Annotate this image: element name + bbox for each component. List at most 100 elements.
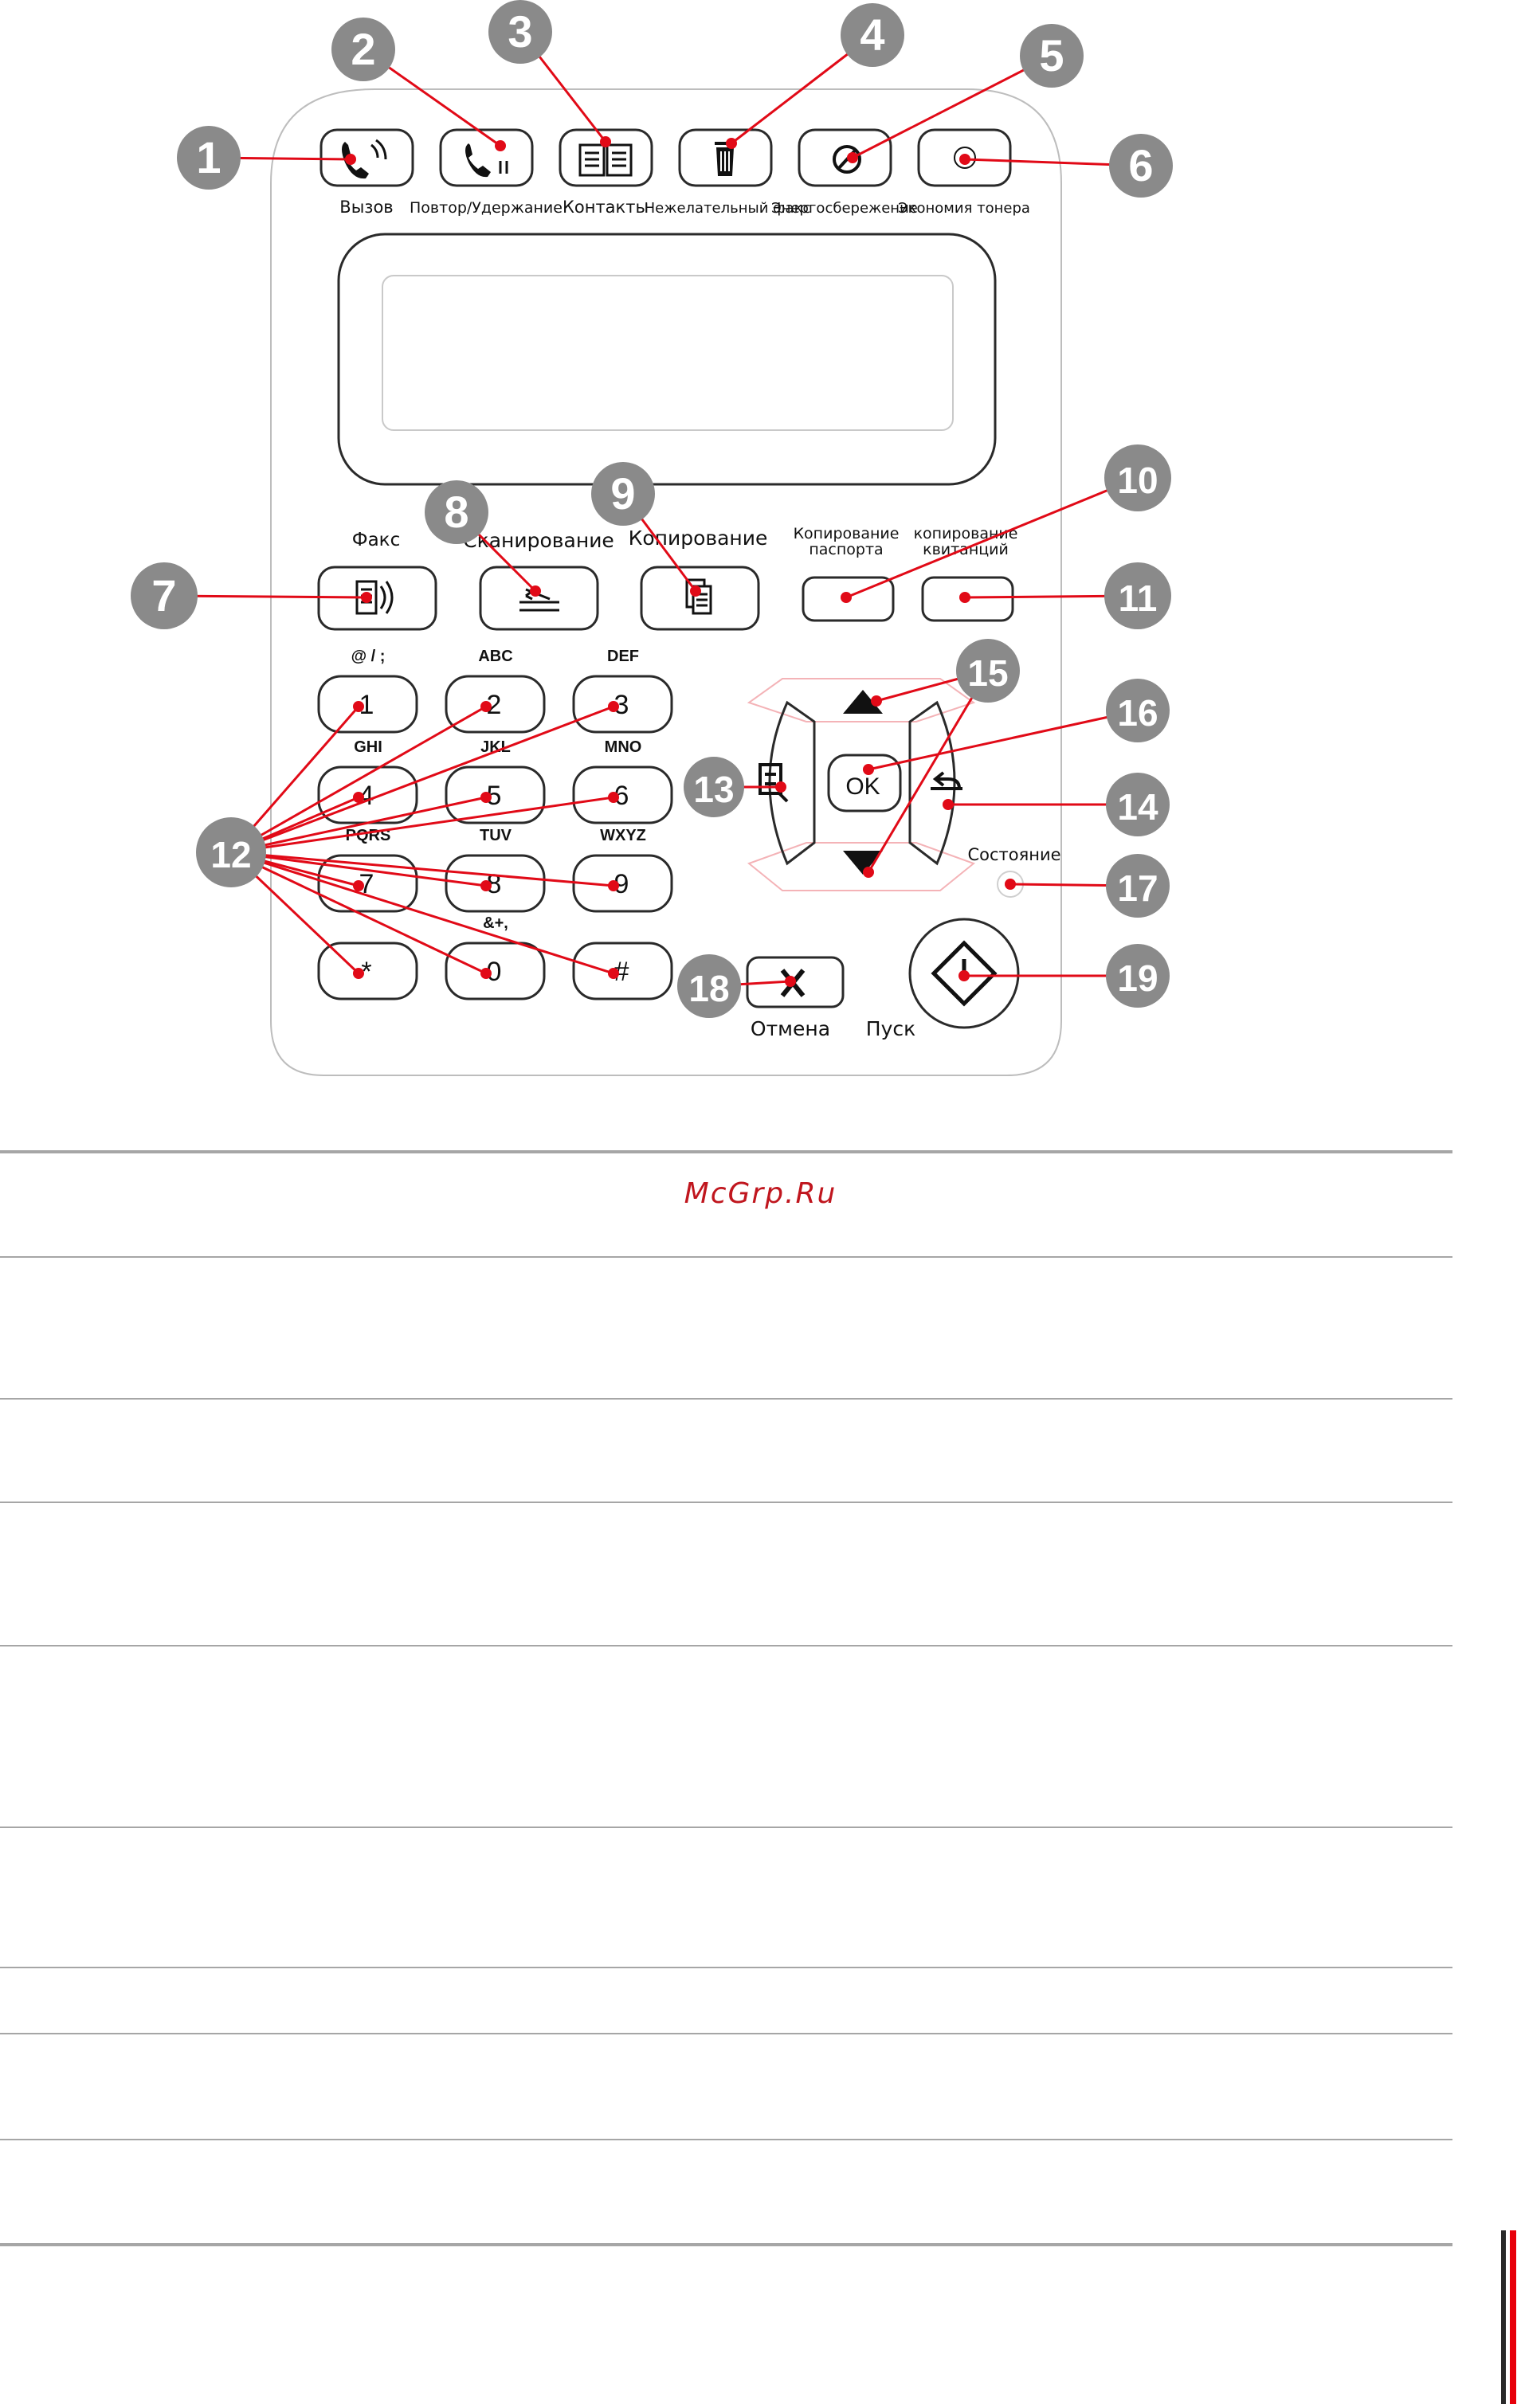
callout-13: 13 <box>684 757 744 817</box>
keypad-digit: # <box>614 957 629 987</box>
leader-line <box>230 851 614 887</box>
passport-copy-label-line2: паспорта <box>809 541 883 558</box>
leader-dot <box>775 781 786 793</box>
keypad-digit: 2 <box>487 690 502 720</box>
keypad-key-hash[interactable]: # <box>572 942 673 1000</box>
callout-1: 1 <box>177 126 241 190</box>
junk-fax-button[interactable]: Нежелательный факс <box>645 128 811 217</box>
leader-dot <box>943 799 954 810</box>
keypad-key-star[interactable]: * <box>317 942 418 1000</box>
keypad-digit: 0 <box>487 957 502 987</box>
page-edge-tab <box>1510 2230 1516 2404</box>
leader-line <box>163 594 367 599</box>
callout-number: 13 <box>693 769 734 810</box>
copy-button[interactable] <box>640 566 760 631</box>
leader-line <box>230 851 487 887</box>
callout-number: 12 <box>210 834 251 875</box>
contacts-label: Контакты <box>563 198 649 217</box>
up-triangle-icon <box>843 690 883 714</box>
phone-redial-pause-icon <box>465 143 508 178</box>
status-label: Состояние <box>967 845 1060 864</box>
keypad-letters: WXYZ <box>600 827 646 844</box>
keypad-digit: * <box>361 957 371 987</box>
toner-saving-button[interactable]: Экономия тонера <box>898 128 1030 217</box>
start-label: Пуск <box>866 1017 915 1040</box>
keypad-key-0[interactable]: 0 <box>445 942 546 1000</box>
scan-label: Сканирование <box>463 529 614 552</box>
nav-up-button[interactable] <box>747 678 976 722</box>
menu-list-icon <box>759 763 789 803</box>
callout-3: 3 <box>488 0 552 64</box>
callout-5: 5 <box>1020 24 1084 88</box>
keypad-key-1[interactable]: 1 <box>317 675 418 734</box>
passport-copy-button[interactable] <box>802 576 895 622</box>
leader-line <box>230 851 614 975</box>
start-button[interactable] <box>908 918 1020 1029</box>
contacts-button[interactable]: Контакты <box>559 128 653 217</box>
leader-dot <box>958 970 970 981</box>
callout-14: 14 <box>1106 773 1170 836</box>
leader-dot <box>353 880 364 891</box>
callout-number: 16 <box>1117 692 1158 734</box>
redial-pause-label: Повтор/Удержание <box>410 199 563 217</box>
cancel-label: Отмена <box>751 1017 830 1040</box>
leader-dot <box>959 592 970 603</box>
callout-2: 2 <box>331 18 395 81</box>
callout-12: 12 <box>196 817 266 887</box>
call-button[interactable]: Вызов <box>319 128 414 217</box>
callout-number: 9 <box>610 468 635 519</box>
back-button[interactable] <box>908 700 956 866</box>
keypad-digit: 6 <box>614 781 629 811</box>
leader-dot <box>530 585 541 597</box>
leader-dot <box>353 968 364 979</box>
menu-button[interactable] <box>768 700 816 866</box>
energy-saving-label: Энергосбережение <box>771 200 918 217</box>
leader-dot <box>863 764 874 775</box>
watermark: McGrp.Ru <box>684 1177 837 1210</box>
callout-number: 11 <box>1119 578 1158 619</box>
leader-dot <box>690 585 701 597</box>
keypad-letters: ABC <box>478 648 512 665</box>
keypad-digit: 5 <box>487 781 502 811</box>
leader-dot <box>1005 879 1016 890</box>
phone-ringing-icon <box>342 139 387 179</box>
callout-number: 19 <box>1117 957 1158 999</box>
leader-dot <box>871 695 882 707</box>
ok-button[interactable] <box>827 754 902 812</box>
leader-line <box>230 851 487 975</box>
nav-down-button[interactable] <box>747 842 976 891</box>
leader-line <box>230 705 614 854</box>
ok-label: OK <box>845 773 880 800</box>
keypad-key-2[interactable]: 2 <box>445 675 546 734</box>
page-edge-tab-dark <box>1501 2230 1506 2404</box>
receipt-copy-button[interactable] <box>921 576 1014 622</box>
callout-18: 18 <box>677 954 741 1018</box>
leader-dot <box>345 154 356 165</box>
leader-dot <box>785 976 796 987</box>
leader-line <box>230 796 487 854</box>
leader-dot <box>726 138 737 149</box>
callout-number: 3 <box>508 6 532 57</box>
leader-dot <box>480 701 492 712</box>
energy-saving-button[interactable]: Энергосбережение <box>771 128 918 217</box>
leader-dot <box>608 701 619 712</box>
trash-icon <box>715 142 735 176</box>
leader-line <box>230 796 614 854</box>
keypad-letters: &+, <box>483 914 508 932</box>
redial-pause-button[interactable]: Повтор/Удержание <box>410 128 563 217</box>
keypad-key-6[interactable]: 6 <box>572 765 673 824</box>
leader-dot <box>353 701 364 712</box>
callout-number: 18 <box>688 968 729 1009</box>
leader-dot <box>959 154 970 165</box>
keypad-key-7[interactable]: 7 <box>317 854 418 913</box>
callout-number: 7 <box>151 570 176 621</box>
keypad-key-5[interactable]: 5 <box>445 765 546 824</box>
keypad-letters: @ / ; <box>351 648 386 665</box>
leader-dot <box>353 792 364 803</box>
scan-button[interactable] <box>479 566 599 631</box>
keypad-letters: MNO <box>605 738 642 756</box>
keypad-key-3[interactable]: 3 <box>572 675 673 734</box>
callout-16: 16 <box>1106 679 1170 742</box>
callout-number: 10 <box>1117 460 1158 501</box>
callout-11: 11 <box>1104 562 1171 629</box>
